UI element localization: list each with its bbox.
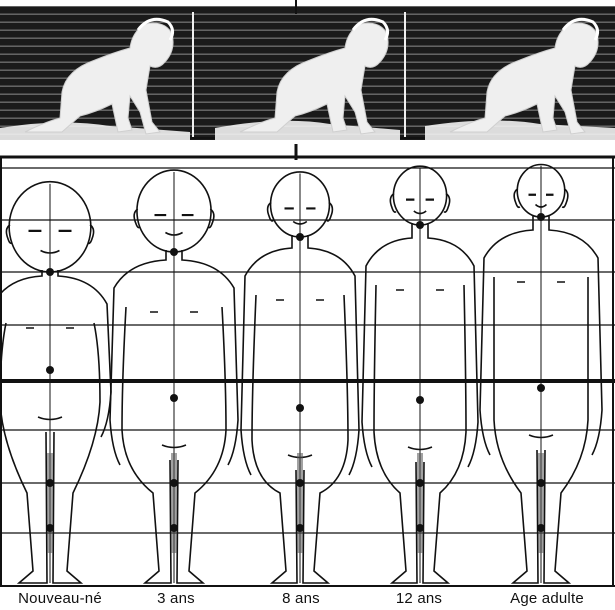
figure-3-ans	[110, 170, 238, 583]
age-label-nouveau-ne: Nouveau-né	[18, 590, 102, 607]
age-label-8-ans: 8 ans	[282, 590, 320, 607]
child-growth-figures	[0, 165, 602, 584]
figure-8-ans	[241, 172, 359, 583]
body-proportion-figure-icon	[0, 270, 111, 583]
figure-age-adulte	[480, 165, 602, 584]
figure-12-ans	[362, 166, 478, 583]
age-label-age-adulte: Age adulte	[510, 590, 584, 607]
age-label-12-ans: 12 ans	[396, 590, 442, 607]
age-label-3-ans: 3 ans	[157, 590, 195, 607]
